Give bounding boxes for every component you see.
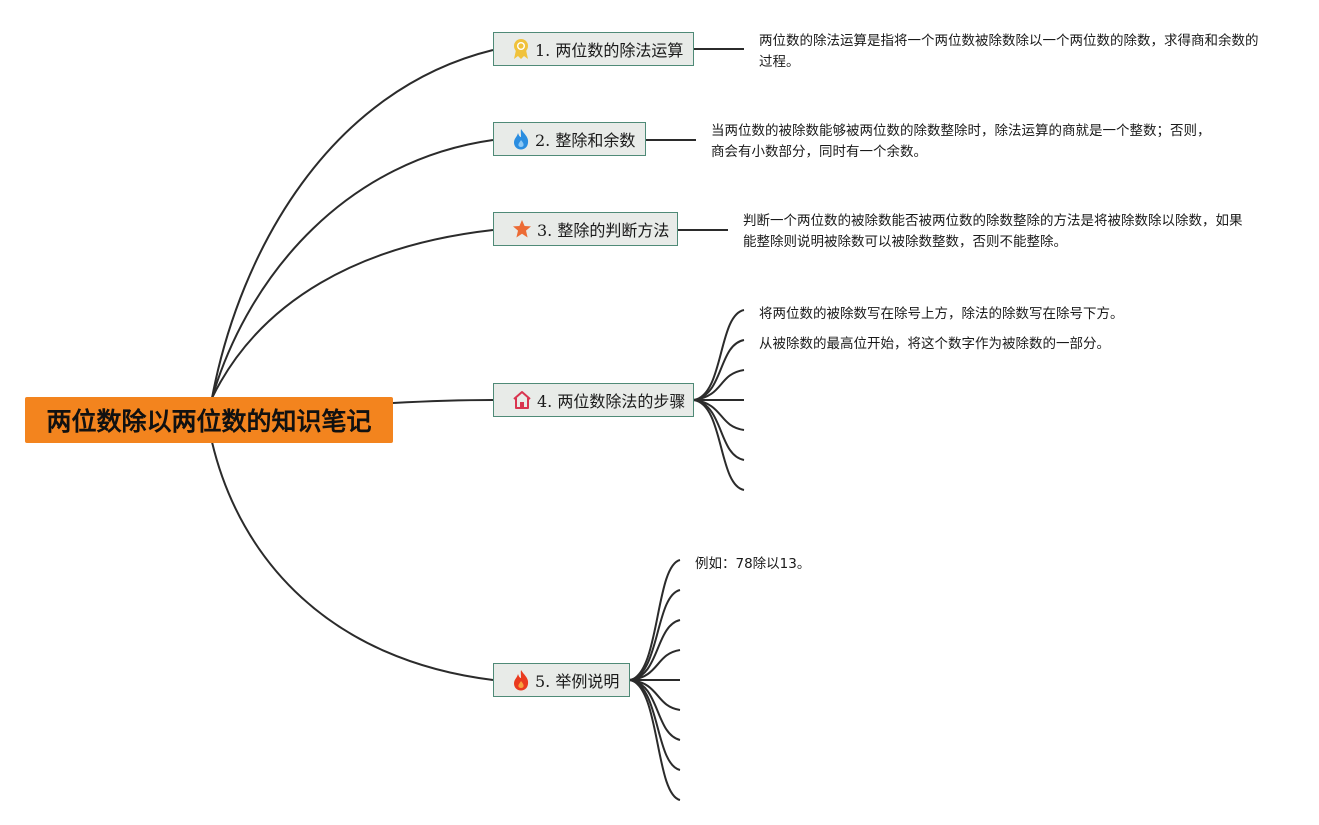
red-flame-icon bbox=[512, 669, 530, 691]
connector-example-2 bbox=[629, 589, 681, 681]
connector-step-2 bbox=[693, 339, 745, 401]
root-topic[interactable]: 两位数除以两位数的知识笔记 bbox=[25, 397, 393, 443]
star-icon bbox=[512, 218, 532, 240]
branch-3-node[interactable]: 3. 整除的判断方法 bbox=[493, 212, 678, 246]
connector-root-branch-5 bbox=[211, 441, 494, 681]
connector-example-1 bbox=[629, 559, 681, 681]
connector-step-3 bbox=[693, 369, 745, 401]
example-item: 例如：78除以13。 bbox=[695, 556, 811, 572]
connector-root-branch-1 bbox=[211, 49, 494, 399]
branch-2-label: 2. 整除和余数 bbox=[535, 131, 636, 150]
connector-step-7 bbox=[693, 399, 745, 491]
branch-1-label: 1. 两位数的除法运算 bbox=[535, 41, 684, 60]
award-ribbon-icon bbox=[512, 38, 530, 60]
branch-5-node[interactable]: 5. 举例说明 bbox=[493, 663, 630, 697]
branch-3-label: 3. 整除的判断方法 bbox=[537, 221, 670, 240]
connector-example-3 bbox=[629, 619, 681, 681]
step-item: 从被除数的最高位开始，将这个数字作为被除数的一部分。 bbox=[759, 336, 1110, 352]
connector-example-9 bbox=[629, 679, 681, 801]
step-item: 将两位数的被除数写在除号上方，除法的除数写在除号下方。 bbox=[759, 306, 1124, 322]
branch-4-node[interactable]: 4. 两位数除法的步骤 bbox=[493, 383, 694, 417]
connector-step-6 bbox=[693, 399, 745, 461]
branch-1-description: 两位数的除法运算是指将一个两位数被除数除以一个两位数的除数，求得商和余数的过程。 bbox=[759, 33, 1259, 70]
branch-2-node[interactable]: 2. 整除和余数 bbox=[493, 122, 646, 156]
connector-example-4 bbox=[629, 649, 681, 681]
connector-root-branch-3 bbox=[211, 229, 494, 399]
connector-step-1 bbox=[693, 309, 745, 401]
house-icon bbox=[512, 389, 532, 411]
branch-1-node[interactable]: 1. 两位数的除法运算 bbox=[493, 32, 694, 66]
branch-3-description: 判断一个两位数的被除数能否被两位数的除数整除的方法是将被除数除以除数，如果能整除… bbox=[743, 213, 1243, 250]
branch-5-label: 5. 举例说明 bbox=[535, 672, 620, 691]
connector-root-branch-4 bbox=[392, 399, 494, 404]
blue-flame-icon bbox=[512, 128, 530, 150]
branch-4-label: 4. 两位数除法的步骤 bbox=[537, 392, 686, 411]
connector-root-branch-2 bbox=[211, 139, 494, 399]
branch-2-description: 当两位数的被除数能够被两位数的除数整除时，除法运算的商就是一个整数；否则，商会有… bbox=[711, 123, 1211, 160]
root-title: 两位数除以两位数的知识笔记 bbox=[46, 407, 372, 436]
